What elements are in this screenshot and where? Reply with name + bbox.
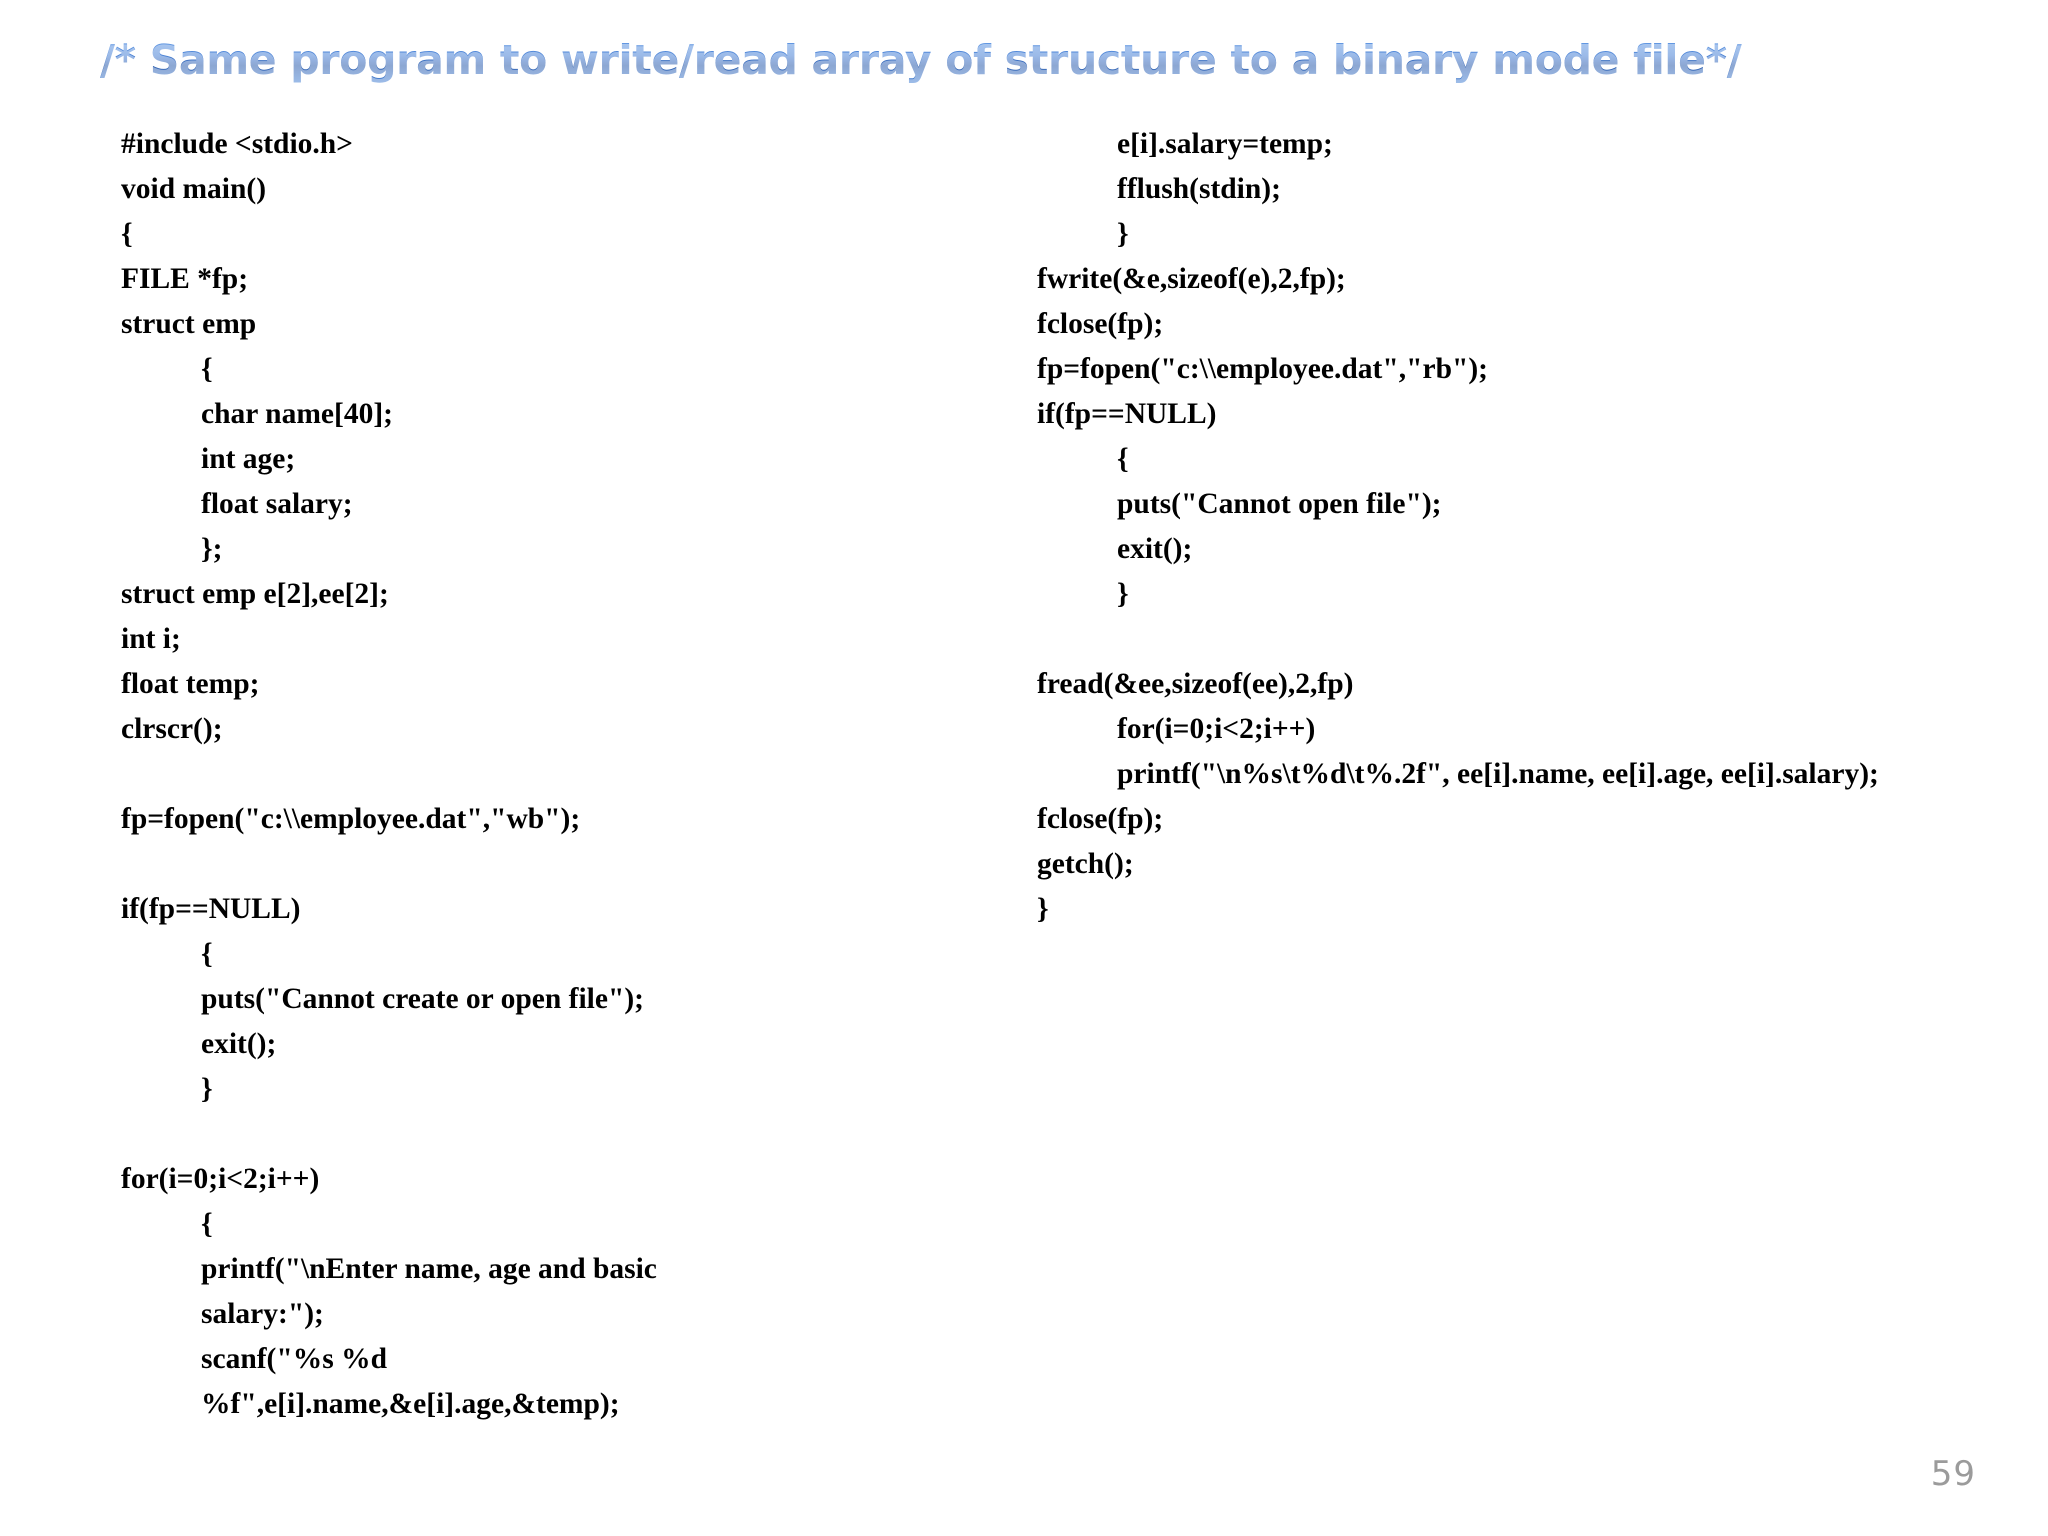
- code-line: scanf("%s %d %f",e[i].name,&e[i].age,&te…: [201, 1343, 620, 1420]
- code-line: {: [201, 938, 213, 970]
- code-line: puts("Cannot open file");: [1117, 488, 1442, 520]
- code-line: }: [1117, 578, 1129, 610]
- code-line: int age;: [201, 443, 296, 475]
- code-line: void main(): [121, 173, 267, 205]
- code-line: {: [1117, 443, 1129, 475]
- code-line: printf("\nEnter name, age and basic sala…: [201, 1253, 665, 1330]
- code-line: if(fp==NULL): [121, 893, 301, 925]
- code-line: }: [201, 1073, 213, 1105]
- code-block-left-column: #include <stdio.h> void main() { FILE *fp; s…: [121, 122, 741, 1427]
- code-line: #include <stdio.h>: [121, 128, 353, 160]
- code-line: }: [1117, 218, 1129, 250]
- code-line: e[i].salary=temp;: [1117, 128, 1333, 160]
- code-line: {: [121, 218, 133, 250]
- code-line: fp=fopen("c:\\employee.dat","wb");: [121, 803, 581, 835]
- code-line: struct emp e[2],ee[2];: [121, 578, 389, 610]
- code-line: fclose(fp);: [1037, 308, 1164, 340]
- code-line: fp=fopen("c:\\employee.dat","rb");: [1037, 353, 1488, 385]
- code-line: {: [201, 1208, 213, 1240]
- code-line: struct emp: [121, 308, 257, 340]
- code-line: puts("Cannot create or open file");: [201, 983, 644, 1015]
- code-line: [121, 1112, 741, 1157]
- code-line: getch();: [1037, 848, 1134, 880]
- code-line: [121, 752, 741, 797]
- code-line: exit();: [201, 1028, 277, 1060]
- code-line: clrscr();: [121, 713, 223, 745]
- code-line: };: [201, 533, 223, 565]
- code-line: fwrite(&e,sizeof(e),2,fp);: [1037, 263, 1346, 295]
- code-line: exit();: [1117, 533, 1193, 565]
- code-line: printf("\n%s\t%d\t%.2f", ee[i].name, ee[…: [1117, 758, 1879, 790]
- code-line: int i;: [121, 623, 181, 655]
- code-line: fflush(stdin);: [1117, 173, 1281, 205]
- code-block-right-column: e[i].salary=temp; fflush(stdin);} fwrite(&…: [1037, 122, 1917, 932]
- code-line: [121, 842, 741, 887]
- code-line: float salary;: [201, 488, 353, 520]
- code-line: [1037, 617, 1917, 662]
- code-line: for(i=0;i<2;i++): [1117, 713, 1316, 745]
- code-line: fclose(fp);: [1037, 803, 1164, 835]
- code-line: {: [201, 353, 213, 385]
- code-line: float temp;: [121, 668, 260, 700]
- code-line: for(i=0;i<2;i++): [121, 1163, 320, 1195]
- code-line: }: [1037, 893, 1049, 925]
- code-line: if(fp==NULL): [1037, 398, 1217, 430]
- code-line: fread(&ee,sizeof(ee),2,fp): [1037, 668, 1354, 700]
- code-line: FILE *fp;: [121, 263, 249, 295]
- page-title: /* Same program to write/read array of s…: [100, 37, 1940, 84]
- page-number: 59: [1930, 1454, 1976, 1494]
- code-line: char name[40];: [201, 398, 393, 430]
